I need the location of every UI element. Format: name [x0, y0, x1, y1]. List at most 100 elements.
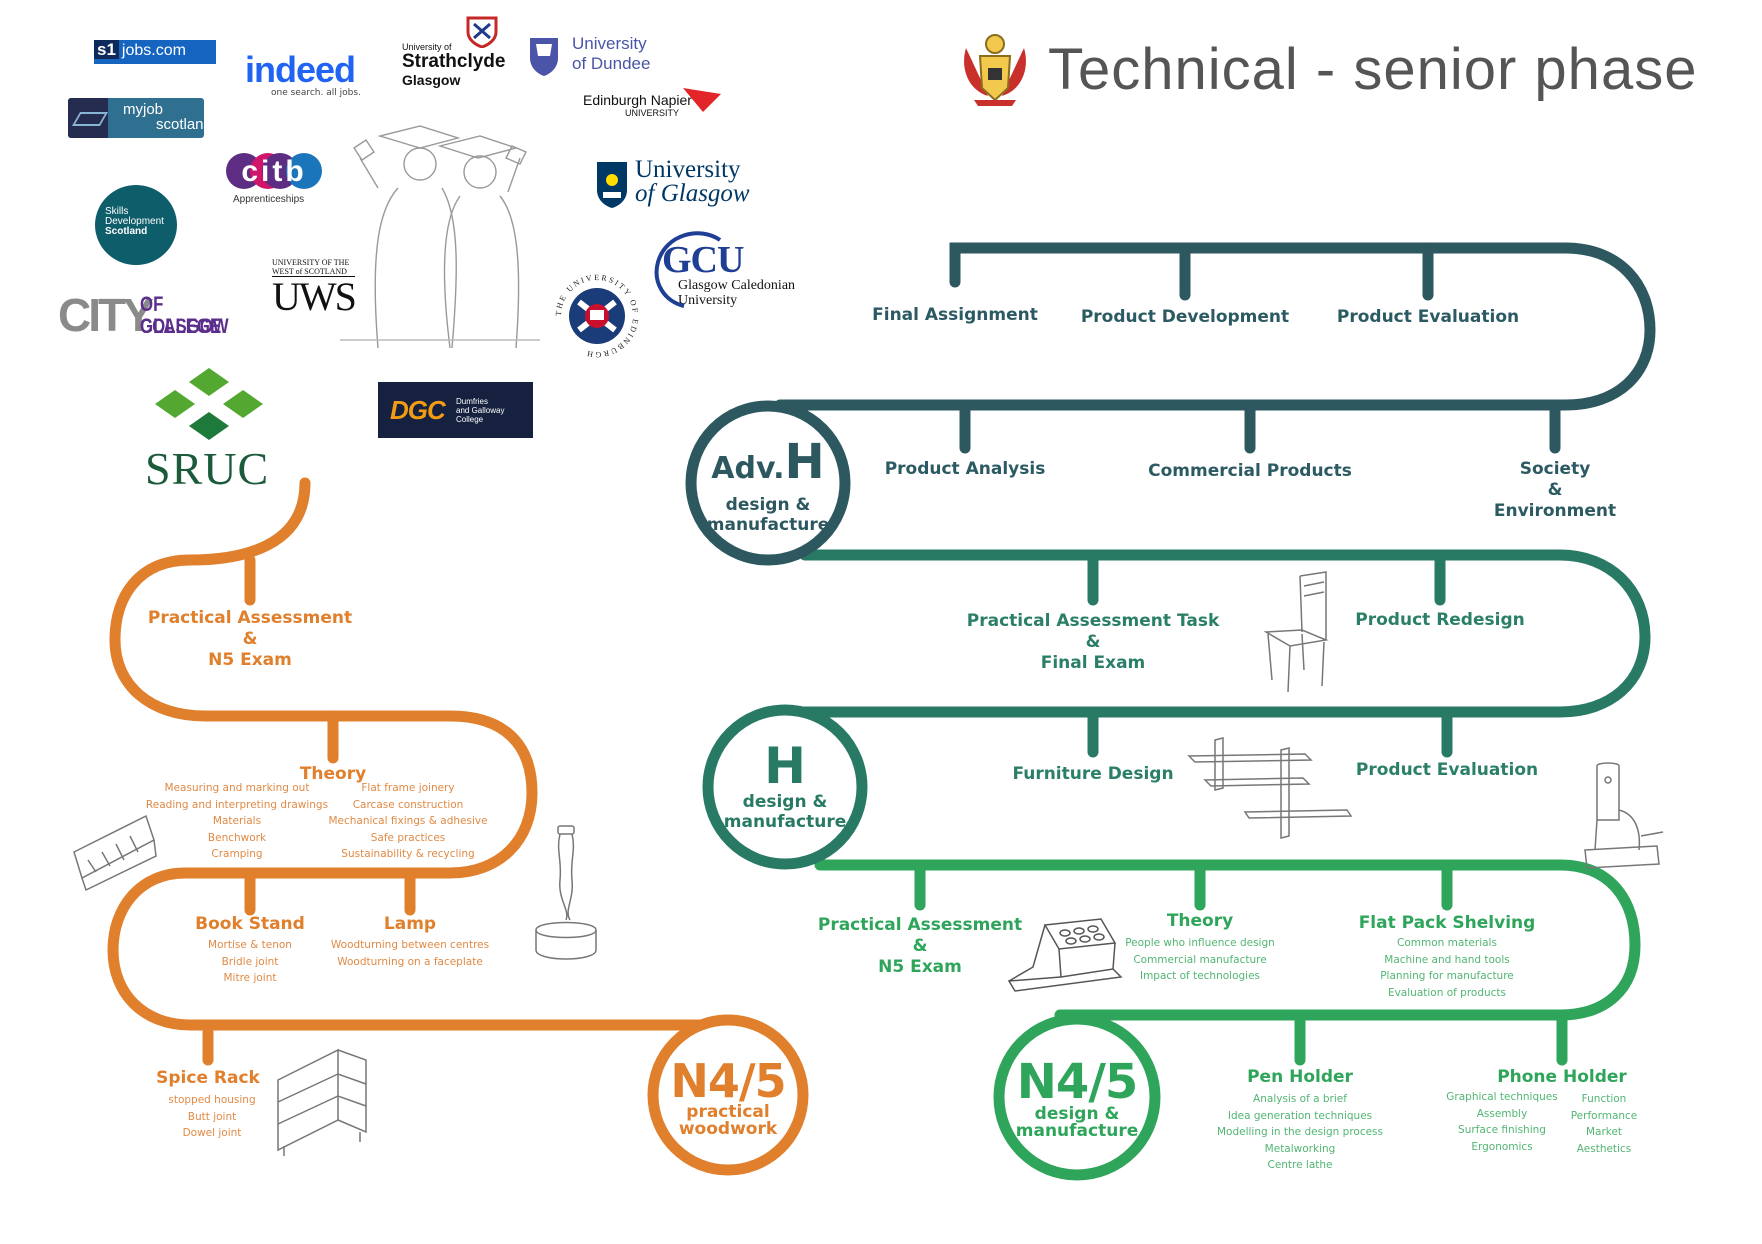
society-environment-label: Society & Environment: [1494, 459, 1616, 522]
dm-practical-line1: Practical Assessment: [817, 915, 1023, 935]
list-item: Woodturning on a faceplate: [337, 955, 483, 968]
flat-pack-shelving-title: Flat Pack Shelving: [1358, 913, 1536, 933]
book-stand-sketch: [73, 814, 157, 892]
sds-logo-b: Development: [105, 216, 164, 227]
phone-holder-left-list: Graphical techniques Assembly Surface fi…: [1446, 1089, 1557, 1155]
sds-logo: Skills Development Scotland: [95, 185, 177, 265]
product-redesign-label: Product Redesign: [1355, 610, 1525, 630]
final-assignment-label: Final Assignment: [872, 305, 1038, 325]
list-item: Analysis of a brief: [1253, 1093, 1347, 1105]
sds-logo-c: Scotland: [105, 226, 148, 237]
adv-higher-level-prefix: Adv.: [711, 451, 785, 486]
list-item: Cramping: [211, 848, 263, 860]
strathclyde-crest-icon: [466, 16, 498, 48]
indeed-logo-b: one search. all jobs.: [271, 88, 361, 98]
list-item: Common materials: [1397, 937, 1497, 949]
uws-logo-a: UNIVERSITY OF THE: [272, 258, 350, 267]
pen-holder-list: Analysis of a brief Idea generation tech…: [1217, 1091, 1383, 1174]
dundee-logo: University of Dundee: [528, 34, 650, 76]
higher-practical-label: Practical Assessment Task & Final Exam: [967, 611, 1220, 674]
list-item: Impact of technologies: [1139, 970, 1261, 982]
n45-dm-level-circle: [993, 1013, 1161, 1181]
strathclyde-logo-c: Glasgow: [402, 72, 461, 88]
list-item: Materials: [212, 815, 262, 827]
higher-level-circle: [702, 704, 868, 870]
list-item: Evaluation of products: [1387, 986, 1507, 999]
citb-wordmark-icon: citb: [226, 153, 322, 189]
lamp-title: Lamp: [383, 914, 437, 934]
list-item: Planning for manufacture: [1380, 970, 1514, 982]
gcu-logo-a: GCU: [662, 239, 744, 281]
pen-holder-title: Pen Holder: [1247, 1067, 1353, 1087]
dgc-logo-d: College: [456, 415, 484, 424]
higher-level-line3: manufacture: [723, 812, 847, 832]
indeed-logo: indeed one search. all jobs.: [245, 52, 361, 99]
higher-level-code: H: [764, 737, 806, 795]
spice-rack-list: stopped housing Butt joint Dowel joint: [168, 1092, 255, 1142]
citb-logo: citb Apprenticeships: [225, 152, 323, 205]
s1jobs-logo-a: s1: [94, 40, 119, 59]
adv-higher-level-line2: design &: [725, 495, 811, 515]
gcu-logo-b: Glasgow Caledonian: [678, 278, 796, 293]
adv-higher-level-line3: manufacture: [706, 515, 830, 535]
list-item: Sustainability & recycling: [341, 848, 475, 860]
list-item: Ergonomics: [1471, 1140, 1533, 1153]
uws-logo-b: WEST of SCOTLAND: [272, 267, 355, 277]
woodwork-practical-line1: Practical Assessment: [147, 608, 353, 628]
lamp-sketch: [535, 825, 597, 960]
n45-dm-level-line3: manufacture: [1015, 1121, 1139, 1141]
n45-dm-level-code: N4/5: [1016, 1054, 1139, 1110]
cogc-logo-a: CITY: [58, 289, 154, 341]
dm-practical-line3: N5 Exam: [878, 957, 962, 977]
society-line1: Society: [1519, 459, 1591, 479]
list-item: Mortise & tenon: [208, 939, 292, 951]
strathclyde-logo-b: Strathclyde: [402, 51, 506, 72]
furniture-design-label: Furniture Design: [1012, 764, 1174, 784]
woodwork-level-line3: woodwork: [678, 1119, 778, 1139]
graduates-illustration: [340, 125, 540, 348]
list-item: Graphical techniques: [1446, 1091, 1558, 1103]
book-stand-title: Book Stand: [195, 914, 305, 934]
list-item: Butt joint: [187, 1110, 237, 1123]
woodwork-theory-left-list: Measuring and marking out Reading and in…: [146, 780, 328, 863]
dm-practical-label: Practical Assessment & N5 Exam: [818, 915, 1022, 978]
product-development-label: Product Development: [1080, 307, 1290, 327]
chair-sketch: [1263, 571, 1329, 693]
pen-holder-sketch: [1007, 918, 1123, 992]
cogc-logo-c: COLLEGE: [140, 315, 222, 338]
lamp-list: Woodturning between centres Woodturning …: [331, 937, 489, 970]
list-item: Idea generation techniques: [1227, 1109, 1373, 1122]
book-stand-list: Mortise & tenon Bridle joint Mitre joint: [208, 937, 292, 987]
adv-higher-level-code: H: [784, 434, 825, 490]
dm-theory-title: Theory: [1166, 911, 1234, 931]
phone-holder-sketch: [1584, 762, 1664, 869]
woodwork-practical-line2: &: [242, 629, 258, 649]
napier-logo-b: UNIVERSITY: [625, 108, 680, 118]
list-item: Modelling in the design process: [1216, 1126, 1384, 1138]
n45-dm-level-line2: design &: [1034, 1104, 1120, 1124]
society-line3: Environment: [1493, 501, 1617, 521]
higher-practical-line2: &: [1085, 632, 1101, 652]
strathclyde-logo-a: University of: [402, 42, 452, 52]
phone-holder-title: Phone Holder: [1497, 1067, 1627, 1087]
citb-logo-b: Apprenticeships: [233, 194, 305, 205]
sruc-logo-text: SRUC: [145, 443, 270, 494]
list-item: Centre lathe: [1267, 1159, 1333, 1171]
glasgow-crest-icon: [597, 162, 627, 208]
woodwork-path: [107, 477, 808, 1096]
glasgow-logo-a: University: [635, 156, 741, 183]
spice-rack-title: Spice Rack: [156, 1068, 260, 1088]
higher-practical-line1: Practical Assessment Task: [966, 611, 1220, 631]
dundee-logo-a: University: [572, 34, 647, 53]
list-item: Flat frame joinery: [361, 782, 455, 794]
glasgow-logo: University of Glasgow: [595, 156, 750, 208]
sruc-logo: SRUC: [145, 368, 269, 495]
list-item: Commercial manufacture: [1133, 953, 1267, 966]
adv-higher-path: [774, 242, 1656, 454]
woodwork-practical-label: Practical Assessment & N5 Exam: [148, 608, 352, 671]
higher-practical-line3: Final Exam: [1040, 653, 1146, 673]
list-item: People who influence design: [1125, 937, 1275, 949]
